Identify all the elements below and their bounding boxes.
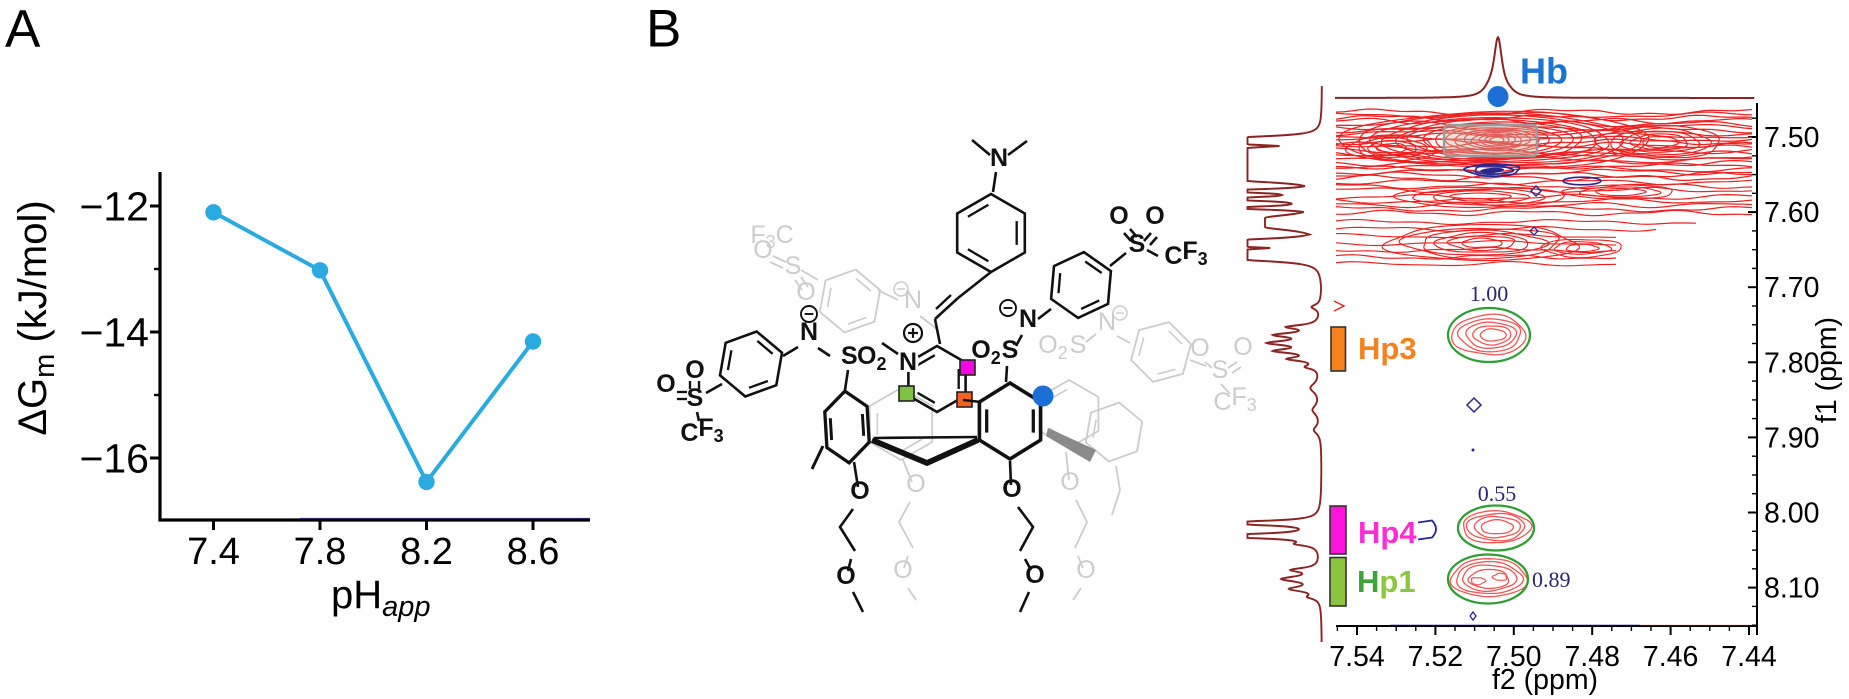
svg-text:7.44: 7.44 bbox=[1721, 641, 1777, 673]
svg-text:N: N bbox=[1098, 308, 1116, 336]
svg-text:7.80: 7.80 bbox=[1764, 347, 1819, 379]
svg-text:O: O bbox=[1190, 334, 1209, 362]
svg-text:pHapp: pHapp bbox=[331, 573, 431, 623]
svg-text:0.89: 0.89 bbox=[1532, 567, 1571, 592]
svg-text:O: O bbox=[1233, 333, 1252, 361]
svg-text:S: S bbox=[1070, 331, 1087, 359]
svg-text:−12: −12 bbox=[79, 184, 149, 230]
svg-text:7.46: 7.46 bbox=[1643, 641, 1698, 673]
svg-text:B: B bbox=[646, 0, 681, 59]
svg-text:O: O bbox=[893, 556, 912, 584]
svg-text:7.50: 7.50 bbox=[1764, 122, 1819, 154]
svg-text:Hp1: Hp1 bbox=[1357, 564, 1416, 599]
svg-text:O: O bbox=[1109, 202, 1128, 230]
svg-text:7.52: 7.52 bbox=[1408, 641, 1463, 673]
svg-text:N: N bbox=[904, 286, 922, 314]
svg-text:Hp3: Hp3 bbox=[1358, 331, 1417, 366]
svg-text:S: S bbox=[1002, 336, 1019, 364]
svg-text:N: N bbox=[990, 144, 1008, 172]
svg-text:7.4: 7.4 bbox=[187, 531, 240, 573]
svg-text:F3C: F3C bbox=[750, 221, 793, 252]
svg-text:Hp4: Hp4 bbox=[1358, 515, 1417, 550]
svg-text:f1 (ppm): f1 (ppm) bbox=[1811, 317, 1843, 423]
svg-text:S: S bbox=[841, 342, 858, 370]
svg-text:8.00: 8.00 bbox=[1764, 498, 1819, 530]
svg-text:CF3: CF3 bbox=[680, 414, 723, 447]
svg-text:7.50: 7.50 bbox=[1486, 641, 1541, 673]
svg-text:O: O bbox=[1145, 202, 1164, 230]
svg-text:7.70: 7.70 bbox=[1764, 272, 1819, 304]
svg-text:S: S bbox=[1212, 356, 1229, 384]
svg-text:−14: −14 bbox=[79, 310, 149, 356]
svg-text:7.90: 7.90 bbox=[1764, 422, 1819, 454]
svg-text:CF3: CF3 bbox=[1164, 237, 1207, 270]
svg-text:N: N bbox=[1019, 305, 1037, 333]
svg-text:N: N bbox=[800, 318, 818, 346]
svg-text:7.60: 7.60 bbox=[1764, 197, 1819, 229]
svg-text:Hb: Hb bbox=[1520, 51, 1568, 92]
svg-text:O: O bbox=[753, 236, 772, 264]
svg-text:7.54: 7.54 bbox=[1329, 641, 1385, 673]
svg-text:0.55: 0.55 bbox=[1478, 481, 1517, 506]
svg-text:S: S bbox=[785, 252, 802, 280]
svg-text:−16: −16 bbox=[79, 436, 149, 482]
svg-text:1.00: 1.00 bbox=[1470, 281, 1509, 306]
svg-text:O: O bbox=[656, 370, 675, 398]
svg-text:N: N bbox=[899, 348, 917, 376]
svg-text:S: S bbox=[687, 384, 704, 412]
svg-text:O: O bbox=[685, 356, 704, 384]
svg-text:O: O bbox=[906, 470, 925, 498]
svg-text:ΔGm (kJ/mol): ΔGm (kJ/mol) bbox=[11, 200, 61, 435]
svg-text:O: O bbox=[796, 278, 815, 306]
svg-text:8.10: 8.10 bbox=[1764, 573, 1819, 605]
svg-text:8.2: 8.2 bbox=[400, 531, 453, 573]
svg-text:A: A bbox=[5, 0, 41, 59]
svg-text:S: S bbox=[1129, 230, 1146, 258]
svg-text:8.6: 8.6 bbox=[507, 531, 560, 573]
svg-text:7.48: 7.48 bbox=[1564, 641, 1619, 673]
svg-text:7.8: 7.8 bbox=[294, 531, 347, 573]
svg-text:O: O bbox=[1060, 468, 1079, 496]
svg-text:f2 (ppm): f2 (ppm) bbox=[1492, 664, 1598, 696]
svg-text:O: O bbox=[836, 562, 855, 590]
svg-text:O: O bbox=[1002, 475, 1021, 503]
svg-text:O: O bbox=[850, 477, 869, 505]
